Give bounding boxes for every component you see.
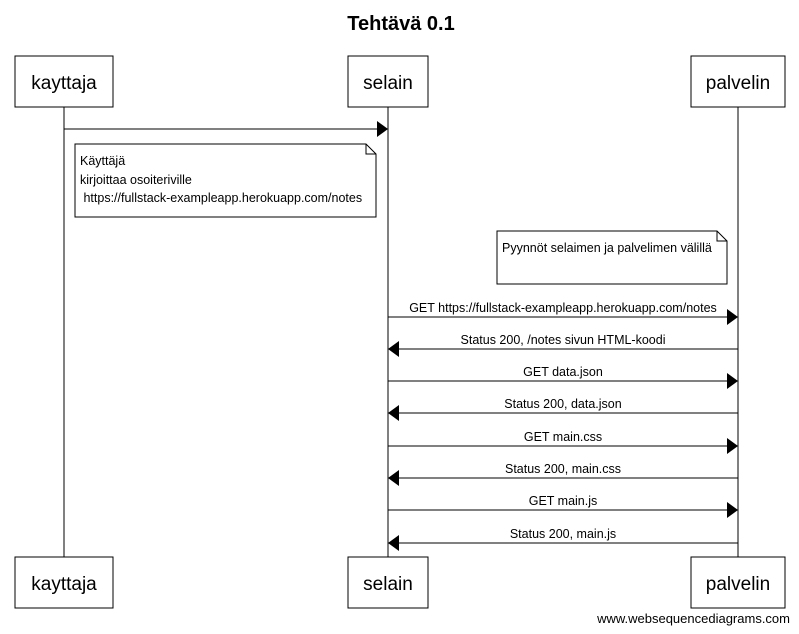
message-label: Status 200, /notes sivun HTML-koodi	[461, 333, 666, 347]
arrowhead-icon	[388, 535, 399, 551]
note-requests-between: Pyynnöt selaimen ja palvelimen välillä	[496, 230, 728, 285]
message-label: GET main.js	[529, 494, 598, 508]
participant-bottom-selain: selain	[347, 556, 429, 609]
message-0	[64, 121, 388, 137]
participant-top-palvelin: palvelin	[690, 55, 786, 108]
note-user-types-url: Käyttäjä kirjoittaa osoiteriville https:…	[74, 143, 377, 218]
participant-label: palvelin	[706, 73, 770, 94]
message-7: GET main.js	[388, 494, 738, 518]
message-label: Status 200, data.json	[504, 397, 621, 411]
message-label: GET https://fullstack-exampleapp.herokua…	[409, 301, 717, 315]
participant-top-selain: selain	[347, 55, 429, 108]
participant-label: selain	[363, 73, 413, 94]
diagram-title: Tehtävä 0.1	[347, 13, 454, 35]
message-5: GET main.css	[388, 430, 738, 454]
note-line: Pyynnöt selaimen ja palvelimen välillä	[502, 241, 712, 255]
participant-label: kayttaja	[31, 73, 97, 94]
message-8: Status 200, main.js	[388, 527, 738, 551]
arrowhead-icon	[727, 502, 738, 518]
arrowhead-icon	[388, 341, 399, 357]
arrowhead-icon	[377, 121, 388, 137]
message-label: Status 200, main.js	[510, 527, 616, 541]
participant-bottom-palvelin: palvelin	[690, 556, 786, 609]
note-line: Käyttäjä	[80, 154, 125, 168]
message-1: GET https://fullstack-exampleapp.herokua…	[388, 301, 738, 325]
note-line: kirjoittaa osoiteriville	[80, 173, 192, 187]
arrowhead-icon	[388, 405, 399, 421]
participant-label: selain	[363, 574, 413, 595]
participant-label: kayttaja	[31, 574, 97, 595]
message-label: GET main.css	[524, 430, 602, 444]
message-6: Status 200, main.css	[388, 462, 738, 486]
participant-label: palvelin	[706, 574, 770, 595]
participant-top-kayttaja: kayttaja	[14, 55, 114, 108]
note-line: https://fullstack-exampleapp.herokuapp.c…	[80, 191, 362, 205]
message-2: Status 200, /notes sivun HTML-koodi	[388, 333, 738, 357]
message-3: GET data.json	[388, 365, 738, 389]
arrowhead-icon	[727, 309, 738, 325]
participant-bottom-kayttaja: kayttaja	[14, 556, 114, 609]
message-label: Status 200, main.css	[505, 462, 621, 476]
arrowhead-icon	[388, 470, 399, 486]
message-4: Status 200, data.json	[388, 397, 738, 421]
footer-watermark: www.websequencediagrams.com	[596, 611, 790, 626]
message-label: GET data.json	[523, 365, 603, 379]
arrowhead-icon	[727, 373, 738, 389]
arrowhead-icon	[727, 438, 738, 454]
